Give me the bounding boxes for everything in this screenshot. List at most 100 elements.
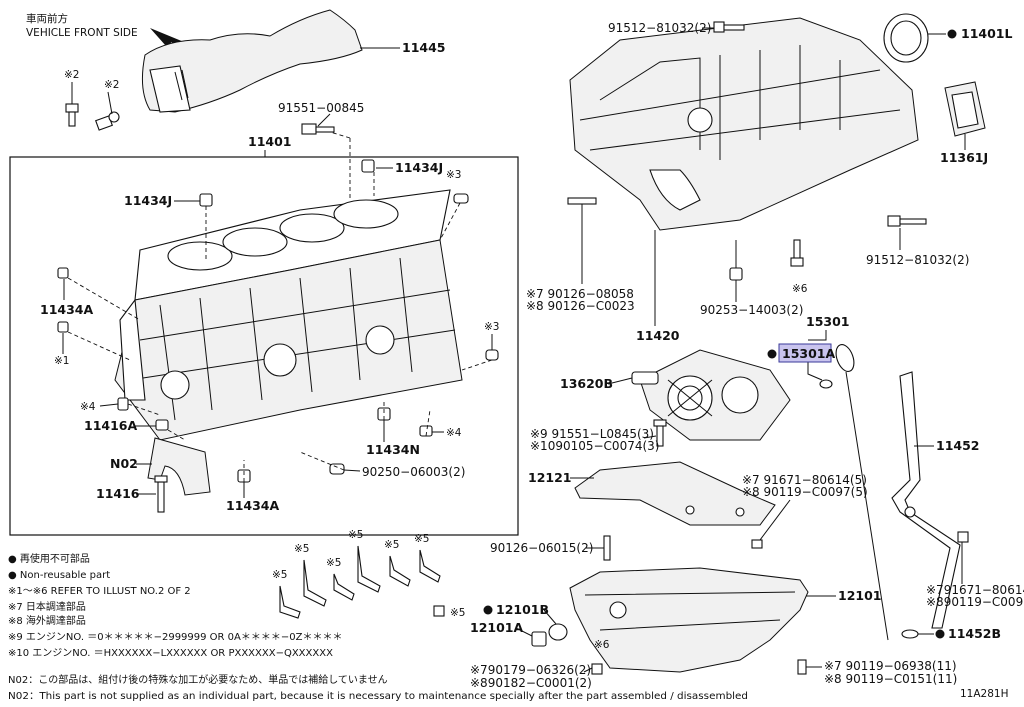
baffle-plate-12121[interactable] bbox=[574, 461, 776, 526]
o-ring-15301A[interactable] bbox=[819, 379, 833, 389]
lower-oil-pan-12101[interactable] bbox=[569, 567, 809, 673]
bolt-x2-b[interactable] bbox=[95, 111, 120, 131]
plug-11434J-left[interactable] bbox=[199, 193, 213, 207]
label-11434J-top[interactable]: 11434J bbox=[395, 160, 443, 175]
engine-cover-part[interactable] bbox=[141, 9, 363, 113]
plug-11434A-left[interactable] bbox=[57, 267, 69, 279]
label-11420[interactable]: 11420 bbox=[636, 328, 680, 343]
label-12101A[interactable]: 12101A bbox=[470, 620, 523, 635]
bearing-cap-N02[interactable] bbox=[147, 437, 211, 513]
oil-jet-x5-6[interactable] bbox=[419, 549, 441, 583]
pin-x3-right[interactable] bbox=[485, 349, 499, 361]
oil-pump-part[interactable] bbox=[631, 349, 791, 441]
label-12121[interactable]: 12121 bbox=[528, 470, 572, 485]
label-11434A-bottom[interactable]: 11434A bbox=[226, 498, 279, 513]
label-x7-90119-06938[interactable]: ※7 90119−06938(11) bbox=[824, 659, 957, 673]
label-11416A[interactable]: 11416A bbox=[84, 418, 137, 433]
cover-11361J[interactable] bbox=[944, 81, 986, 137]
vehicle-front-en: VEHICLE FRONT SIDE bbox=[26, 27, 138, 39]
illustration-code: 11A281H bbox=[960, 688, 1008, 700]
note-x5-bolt: ※5 bbox=[450, 607, 465, 619]
non-reusable-dot-12101B bbox=[483, 605, 493, 615]
label-11434J-left[interactable]: 11434J bbox=[124, 193, 172, 208]
label-x8-90119-C0151[interactable]: ※8 90119−C0151(11) bbox=[824, 672, 957, 686]
legend-line-1: ● 再使用不可部品 bbox=[8, 552, 90, 565]
bolt-91671-a[interactable] bbox=[751, 539, 763, 549]
note-x4-left: ※4 bbox=[80, 401, 96, 413]
note-x5-5: ※5 bbox=[384, 539, 399, 551]
label-91512-right[interactable]: 91512−81032(2) bbox=[866, 253, 969, 267]
pin-90253[interactable] bbox=[729, 267, 743, 281]
label-12101[interactable]: 12101 bbox=[838, 588, 882, 603]
pin-x3-top[interactable] bbox=[453, 193, 469, 204]
label-11416[interactable]: 11416 bbox=[96, 486, 140, 501]
footnote-n02-jp: N02：この部品は、組付け後の特殊な加工が必要なため、単品では補給していません bbox=[8, 673, 388, 686]
label-x8-90126[interactable]: ※8 90126−C0023 bbox=[526, 299, 635, 313]
stud-90126[interactable] bbox=[567, 197, 597, 205]
label-x8-90119-b[interactable]: ※890119−C0097 bbox=[926, 595, 1024, 609]
bolt-90119-06938[interactable] bbox=[797, 659, 807, 675]
bolt-91551-00845[interactable] bbox=[301, 123, 335, 135]
front-arrow-icon bbox=[150, 28, 190, 52]
label-90250-06003[interactable]: 90250−06003(2) bbox=[362, 465, 465, 479]
label-11434N[interactable]: 11434N bbox=[366, 442, 420, 457]
bolt-91512-right[interactable] bbox=[887, 215, 927, 227]
note-x5-1: ※5 bbox=[272, 569, 287, 581]
label-12101B[interactable]: 12101B bbox=[496, 602, 549, 617]
label-90253-14003[interactable]: 90253−14003(2) bbox=[700, 303, 803, 317]
label-x7-90179[interactable]: ※790179−06326(2) bbox=[470, 663, 591, 677]
label-x7-90126[interactable]: ※7 90126−08058 bbox=[526, 287, 634, 301]
label-91512-top[interactable]: 91512−81032(2) bbox=[608, 21, 711, 35]
label-91551-00845[interactable]: 91551−00845 bbox=[278, 101, 364, 115]
plug-11434J-top[interactable] bbox=[361, 159, 375, 173]
plug-90250[interactable] bbox=[329, 463, 345, 475]
label-90126-06015[interactable]: 90126−06015(2) bbox=[490, 541, 593, 555]
label-x7-91671-b[interactable]: ※791671−80614 bbox=[926, 583, 1024, 597]
bolt-x7-91671-b[interactable] bbox=[957, 531, 969, 543]
oil-jet-x5-5[interactable] bbox=[389, 555, 411, 587]
bolt-90179[interactable] bbox=[591, 663, 603, 675]
cylinder-block-part[interactable] bbox=[114, 189, 463, 441]
plug-11416A[interactable] bbox=[155, 419, 169, 431]
label-11445[interactable]: 11445 bbox=[402, 40, 446, 55]
o-ring-11452B[interactable] bbox=[901, 629, 919, 639]
gauge-guide-11452[interactable] bbox=[891, 371, 961, 629]
upper-oil-pan-part[interactable] bbox=[569, 17, 919, 231]
stud-90126-06015[interactable] bbox=[603, 535, 611, 561]
pin-x4-left[interactable] bbox=[117, 397, 129, 411]
bolt-91512-top[interactable] bbox=[713, 21, 745, 33]
label-15301A[interactable]: 15301A bbox=[782, 346, 835, 361]
label-11434A-left[interactable]: 11434A bbox=[40, 302, 93, 317]
non-reusable-dot-15301A bbox=[767, 349, 777, 359]
oil-jet-x5-4[interactable] bbox=[357, 545, 381, 593]
pin-x1[interactable] bbox=[57, 321, 69, 333]
note-x5-3: ※5 bbox=[326, 557, 341, 569]
label-11361J[interactable]: 11361J bbox=[940, 150, 988, 165]
label-15301[interactable]: 15301 bbox=[806, 314, 850, 329]
bolt-x5[interactable] bbox=[433, 605, 445, 617]
drain-plug-12101A[interactable] bbox=[531, 631, 547, 647]
footnote-n02-en: N02：This part is not supplied as an indi… bbox=[8, 691, 748, 702]
oil-seal-11401L[interactable] bbox=[883, 13, 929, 63]
label-x8-90182[interactable]: ※890182−C0001(2) bbox=[470, 676, 592, 690]
bolt-x2-a[interactable] bbox=[65, 103, 79, 127]
label-11452B[interactable]: 11452B bbox=[948, 626, 1001, 641]
label-x9-91551[interactable]: ※9 91551−L0845(3) bbox=[530, 427, 654, 441]
label-11452[interactable]: 11452 bbox=[936, 438, 980, 453]
label-x10-90105[interactable]: ※1090105−C0074(3) bbox=[530, 439, 659, 453]
label-11401L[interactable]: 11401L bbox=[961, 26, 1012, 41]
label-x8-90119-a[interactable]: ※8 90119−C0097(5) bbox=[742, 485, 868, 499]
oil-jet-x5-2[interactable] bbox=[303, 559, 327, 607]
gasket-12101B[interactable] bbox=[548, 623, 568, 641]
label-N02[interactable]: N02 bbox=[110, 456, 138, 471]
label-x7-91671-a[interactable]: ※7 91671−80614(5) bbox=[742, 473, 867, 487]
oil-jet-x5-1[interactable] bbox=[279, 585, 301, 619]
oil-level-gauge[interactable] bbox=[833, 342, 889, 641]
oil-jet-x5-3[interactable] bbox=[333, 573, 355, 601]
note-x2-a: ※2 bbox=[64, 69, 79, 81]
label-13620B[interactable]: 13620B bbox=[560, 376, 613, 391]
bolt-x6[interactable] bbox=[790, 239, 804, 267]
bolt-91551-L0845[interactable] bbox=[653, 419, 667, 447]
label-11401[interactable]: 11401 bbox=[248, 134, 292, 149]
